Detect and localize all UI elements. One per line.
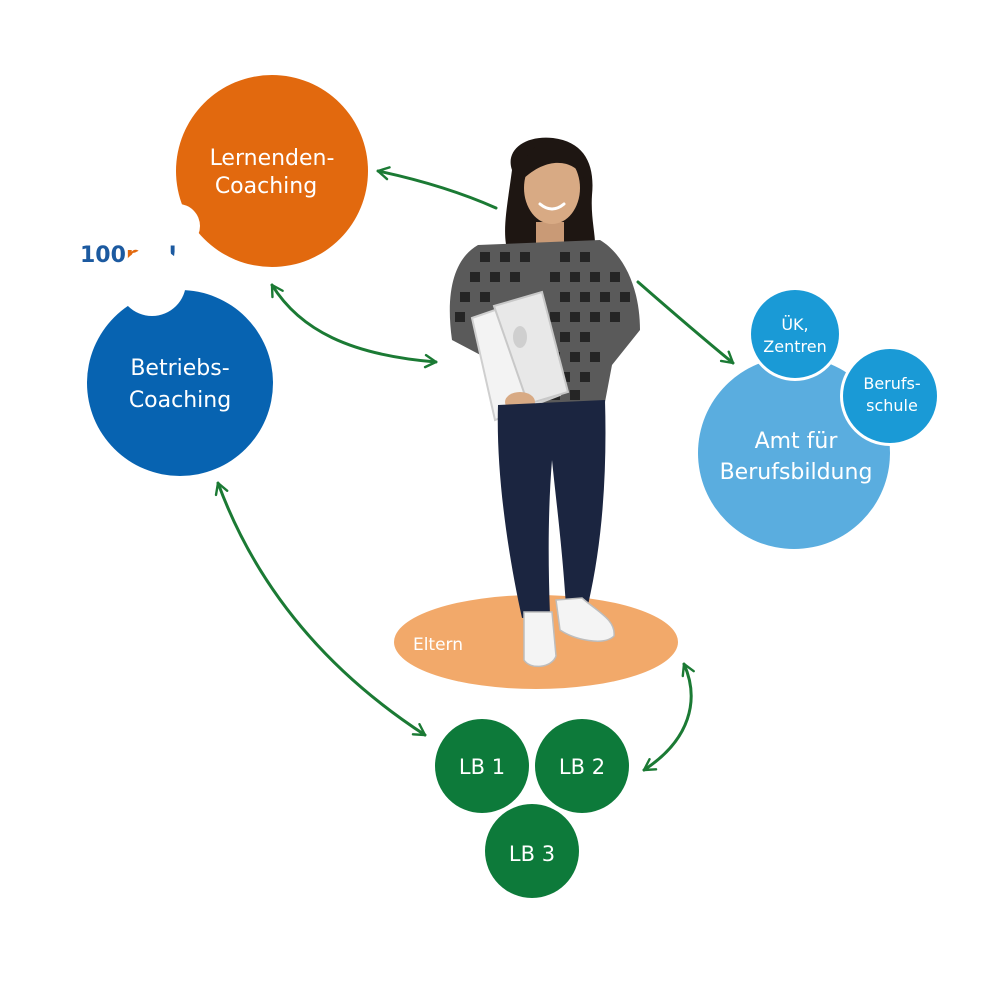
connection-arrows — [214, 166, 735, 772]
parents-label: Eltern — [413, 635, 463, 655]
lb-cluster: LB 1 LB 2 LB 3 — [435, 716, 632, 901]
betriebs-coaching-label-1: Betriebs- — [130, 356, 229, 381]
arrow-student-amt — [636, 280, 735, 365]
uek-label-2: Zentren — [763, 337, 826, 356]
arrow-betriebs-lb — [214, 481, 427, 737]
amt-label-1: Amt für — [755, 429, 839, 454]
lb1-label: LB 1 — [459, 755, 505, 779]
uek-zentren-node — [751, 290, 839, 378]
betriebs-coaching-node: Betriebs- Coaching — [87, 248, 273, 476]
uek-label-1: ÜK, — [781, 315, 808, 334]
arrow-student-lernenden — [376, 166, 498, 210]
berufsschule-label-1: Berufs- — [863, 374, 920, 393]
lb3-node — [485, 804, 579, 898]
amt-berufsbildung-cluster: Amt für Berufsbildung ÜK, Zentren Berufs… — [698, 287, 940, 549]
lb2-label: LB 2 — [559, 755, 605, 779]
lb3-label: LB 3 — [509, 842, 555, 866]
lb2-node — [535, 719, 629, 813]
arrow-lernenden-student — [270, 283, 438, 369]
lernenden-coaching-label-1: Lernenden- — [210, 146, 335, 171]
berufsschule-label-2: schule — [866, 396, 918, 415]
student-figure — [449, 137, 640, 668]
lb1-node — [435, 719, 529, 813]
betriebs-coaching-label-2: Coaching — [129, 388, 231, 413]
arrow-lb-eltern — [642, 662, 695, 772]
lernenden-coaching-label-2: Coaching — [215, 174, 317, 199]
logo-number: 100 — [80, 243, 126, 268]
amt-label-2: Berufsbildung — [720, 460, 873, 485]
berufsschule-node — [843, 349, 937, 443]
lernenden-coaching-node: Lernenden- Coaching — [156, 75, 368, 267]
